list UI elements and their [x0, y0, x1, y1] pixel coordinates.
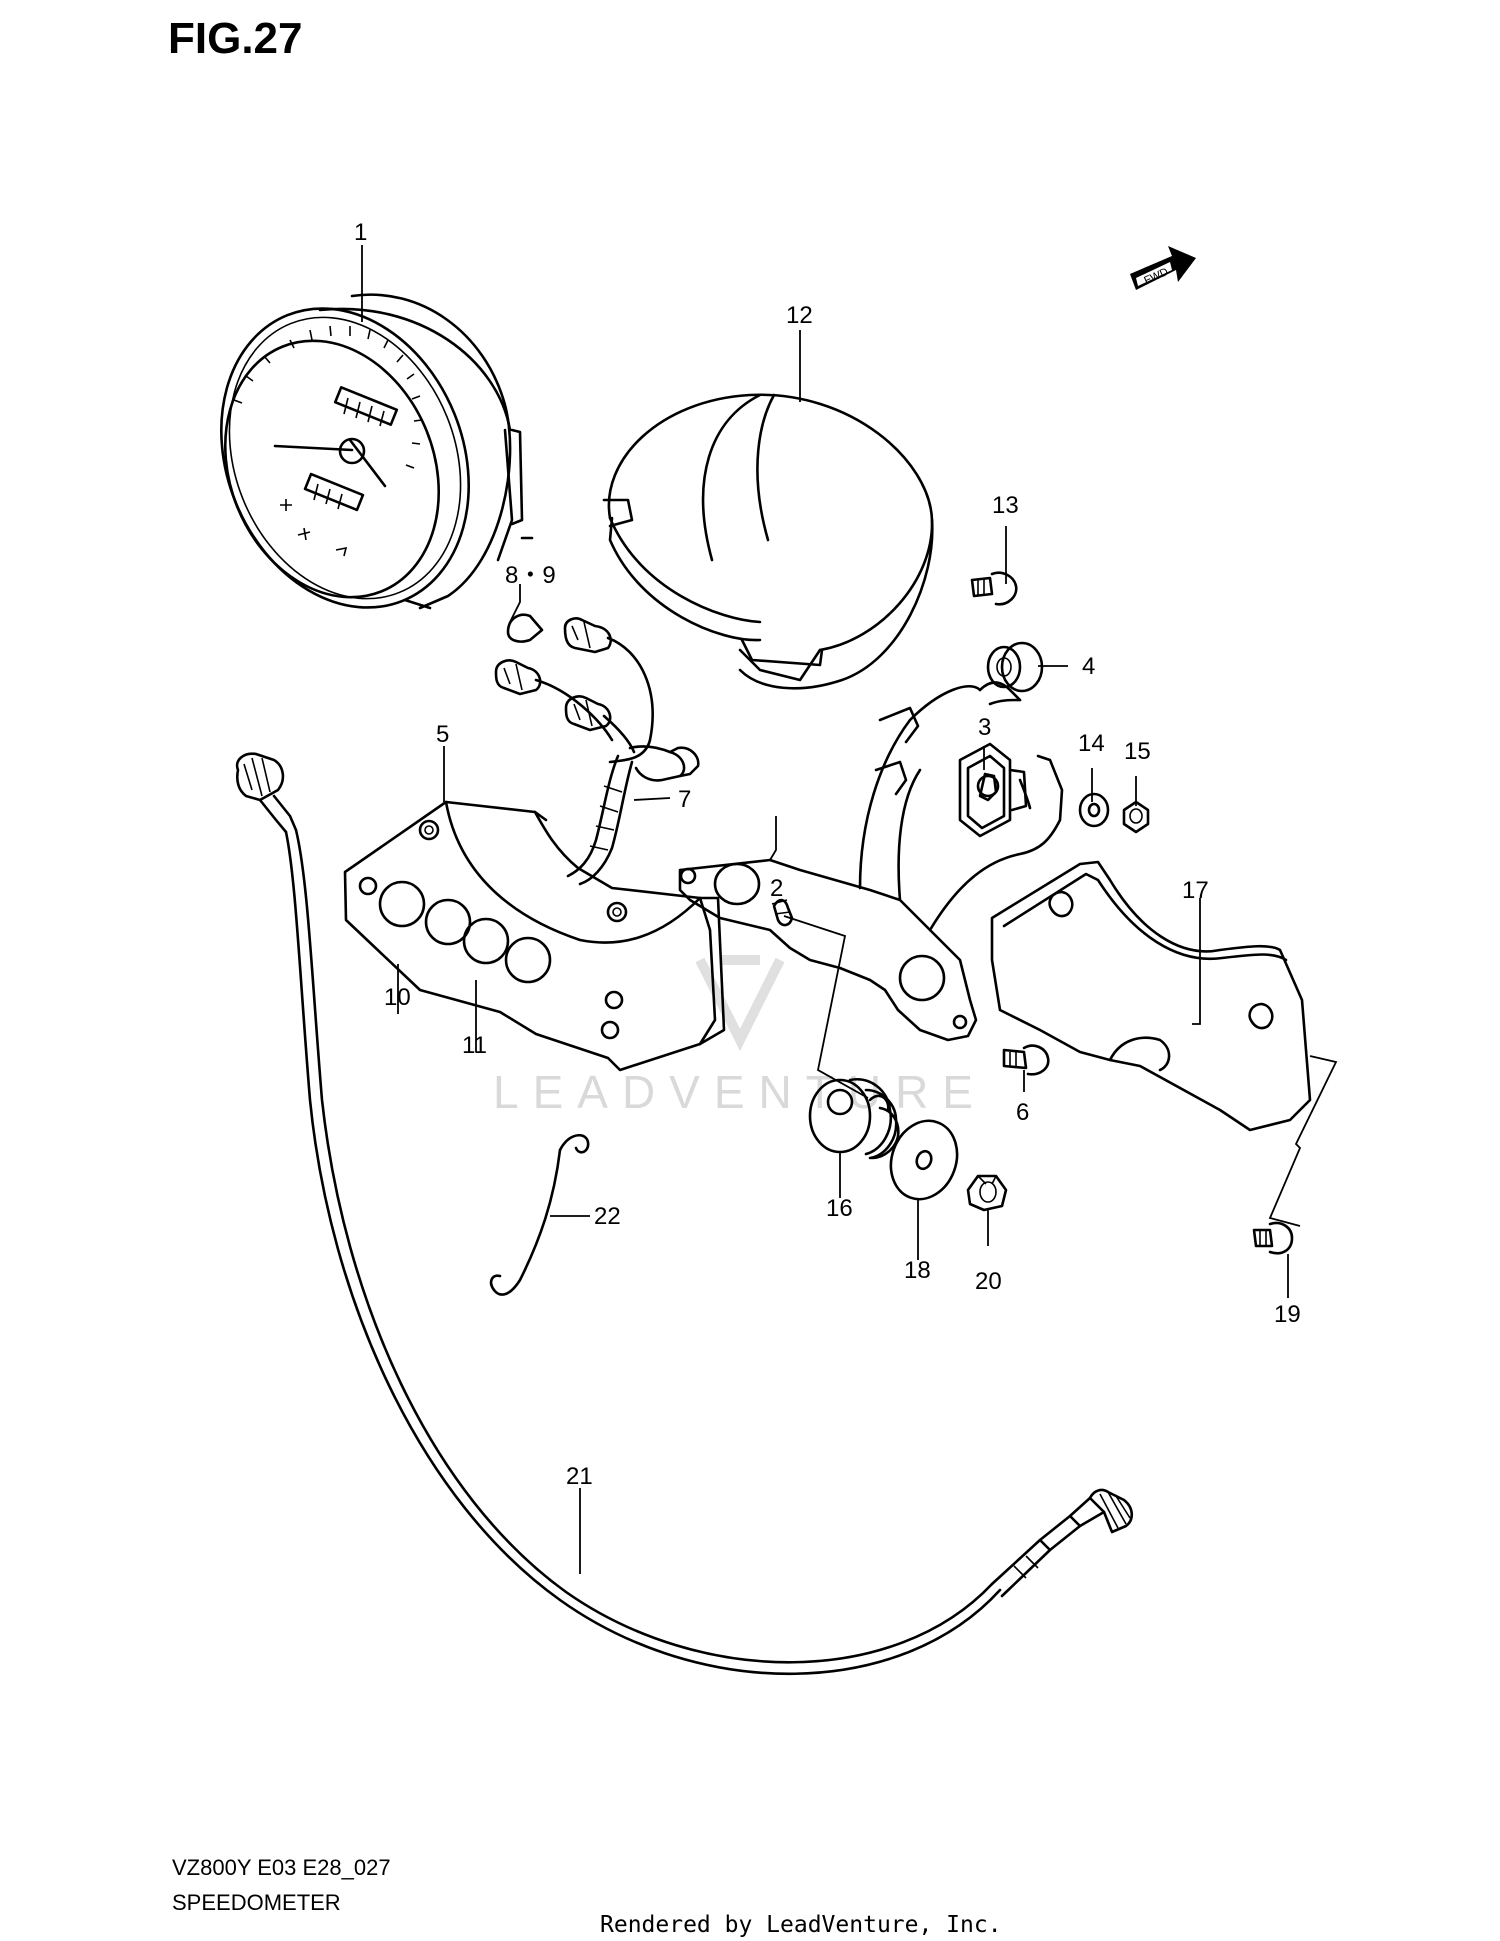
nut-20 — [966, 1174, 1008, 1212]
callout-17: 17 — [1182, 877, 1209, 904]
speedometer-housing — [343, 800, 726, 1072]
callout-5: 5 — [436, 721, 449, 748]
callout-labels: 1 2 3 4 5 6 7 8・9 10 11 12 13 14 15 16 1… — [354, 219, 1301, 1490]
leader-lines — [361, 245, 1289, 1574]
callout-6: 6 — [1016, 1099, 1029, 1126]
watermark-text: LEADVENTURE — [493, 1066, 987, 1118]
fwd-arrow-icon: FWD — [1130, 246, 1196, 290]
washer-18 — [889, 1119, 959, 1201]
figure-title: FIG.27 — [168, 14, 303, 63]
callout-22: 22 — [594, 1203, 621, 1230]
callout-8-9: 8・9 — [505, 562, 556, 589]
leadventure-watermark: LEADVENTURE — [493, 955, 987, 1118]
callout-4: 4 — [1082, 653, 1095, 680]
meter-case — [602, 393, 934, 690]
callout-21: 21 — [566, 1463, 593, 1490]
switch-block — [958, 742, 1032, 838]
washer-14 — [1078, 792, 1110, 828]
grommet-16 — [808, 1078, 900, 1160]
callout-19: 19 — [1274, 1301, 1301, 1328]
model-code: VZ800Y E03 E28_027 — [172, 1855, 391, 1880]
bulb-sockets-and-harness — [494, 613, 700, 886]
callout-15: 15 — [1124, 738, 1151, 765]
screw-13 — [970, 571, 1018, 606]
callout-10: 10 — [384, 984, 411, 1011]
grommet-4 — [986, 641, 1044, 693]
callout-13: 13 — [992, 492, 1019, 519]
meter-cover — [990, 860, 1338, 1227]
speedometer-cable — [235, 752, 1134, 1676]
callout-3: 3 — [978, 714, 991, 741]
section-name: SPEEDOMETER — [172, 1890, 341, 1915]
nut-15 — [1122, 800, 1150, 834]
callout-20: 20 — [975, 1268, 1002, 1295]
callout-16: 16 — [826, 1195, 853, 1222]
rendered-by-credit: Rendered by LeadVenture, Inc. — [600, 1912, 1002, 1938]
callout-14: 14 — [1078, 730, 1105, 757]
callout-7: 7 — [678, 786, 691, 813]
callout-11: 11 — [462, 1032, 487, 1059]
callout-18: 18 — [904, 1257, 931, 1284]
speedometer-gauge — [220, 293, 534, 610]
screw-19 — [1252, 1221, 1294, 1255]
screw-6 — [1002, 1044, 1050, 1076]
callout-2: 2 — [770, 875, 783, 902]
spring-clip — [489, 1133, 590, 1296]
meter-bracket — [678, 681, 1064, 1099]
callout-12: 12 — [786, 302, 813, 329]
callout-1: 1 — [354, 219, 367, 246]
